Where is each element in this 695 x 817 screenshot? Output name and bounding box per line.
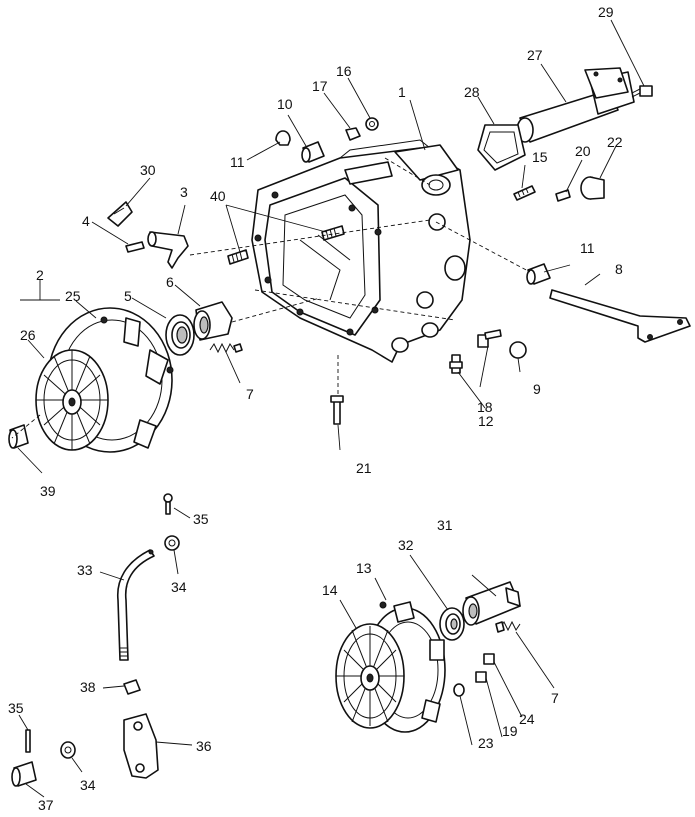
release-bearing-5 <box>165 314 195 356</box>
bushing-11-right <box>526 263 551 285</box>
callout-27: 27 <box>527 47 543 63</box>
spring-7-right <box>495 620 521 633</box>
callout-20: 20 <box>575 143 591 159</box>
pilot-bushing-39 <box>8 424 29 449</box>
spring-7-left <box>209 342 243 354</box>
callout-6: 6 <box>166 274 174 290</box>
callout-18: 18 <box>477 399 493 415</box>
callout-17: 17 <box>312 78 328 94</box>
clutch-disc-14 <box>335 623 405 729</box>
bolt-19 <box>475 671 487 683</box>
washer-16 <box>365 117 379 131</box>
callout-21: 21 <box>356 460 372 476</box>
callout-15: 15 <box>532 149 548 165</box>
callout-38: 38 <box>80 679 96 695</box>
nut-17 <box>345 127 361 141</box>
bolt-21 <box>330 395 344 425</box>
release-bearing-32 <box>439 607 465 641</box>
bolt-29 <box>631 85 653 98</box>
pin-20 <box>555 189 571 202</box>
cross-shaft <box>549 289 691 343</box>
callout-34a: 34 <box>171 579 187 595</box>
callout-10: 10 <box>277 96 293 112</box>
pin-37 <box>11 761 37 787</box>
plug-9 <box>509 341 527 359</box>
bolt-24 <box>483 653 495 665</box>
callout-26: 26 <box>20 327 36 343</box>
release-tube <box>516 67 635 143</box>
callout-4: 4 <box>82 213 90 229</box>
lever-36 <box>123 713 159 779</box>
callout-28: 28 <box>464 84 480 100</box>
nut-23 <box>453 683 465 697</box>
callout-23: 23 <box>478 735 494 751</box>
nut-38 <box>123 679 141 695</box>
callout-39: 39 <box>40 483 56 499</box>
callout-36: 36 <box>196 738 212 754</box>
callout-19: 19 <box>502 723 518 739</box>
callout-35b: 35 <box>8 700 24 716</box>
washer-34-top <box>164 535 180 551</box>
plug-22 <box>580 176 605 200</box>
callout-40: 40 <box>210 188 226 204</box>
callout-8: 8 <box>615 261 623 277</box>
stud-15 <box>513 185 536 201</box>
gasket <box>477 124 526 171</box>
fitting-12 <box>449 354 463 374</box>
callout-11b: 11 <box>580 240 595 256</box>
callout-33: 33 <box>77 562 93 578</box>
callout-3: 3 <box>180 184 188 200</box>
callout-7a: 7 <box>246 386 254 402</box>
callout-22: 22 <box>607 134 623 150</box>
callout-1: 1 <box>398 84 406 100</box>
bearing-carrier-31 <box>462 581 521 626</box>
callout-9: 9 <box>533 381 541 397</box>
callout-29: 29 <box>598 4 614 20</box>
callout-12: 12 <box>478 413 494 429</box>
washer-34-bottom <box>60 741 76 759</box>
pin-4 <box>125 241 145 253</box>
callout-35a: 35 <box>193 511 209 527</box>
callout-14: 14 <box>322 582 338 598</box>
pin-35-bottom <box>25 729 31 753</box>
callout-31: 31 <box>437 517 453 533</box>
callout-labels: 1 2 3 4 5 6 7 8 9 10 11 11 12 13 14 15 1… <box>8 4 623 813</box>
clip-11 <box>275 130 291 146</box>
callout-16: 16 <box>336 63 352 79</box>
callout-25: 25 <box>65 288 81 304</box>
spring-clip-30 <box>107 201 133 227</box>
bolt-18 <box>477 329 502 348</box>
rod-33 <box>116 549 155 661</box>
callout-5: 5 <box>124 288 132 304</box>
bolt-35-top <box>163 493 173 515</box>
callout-11a: 11 <box>230 154 245 170</box>
callout-2: 2 <box>36 267 44 283</box>
bearing-carrier-6 <box>193 301 233 341</box>
callout-7b: 7 <box>551 690 559 706</box>
callout-37: 37 <box>38 797 54 813</box>
callout-30: 30 <box>140 162 156 178</box>
bushing-10 <box>301 141 325 163</box>
callout-13: 13 <box>356 560 372 576</box>
callout-24: 24 <box>519 711 535 727</box>
callout-32: 32 <box>398 537 414 553</box>
clutch-disc-26 <box>35 349 109 451</box>
callout-34b: 34 <box>80 777 96 793</box>
clutch-housing <box>251 139 471 363</box>
fork-3 <box>147 231 189 269</box>
leader-lines <box>11 19 645 798</box>
